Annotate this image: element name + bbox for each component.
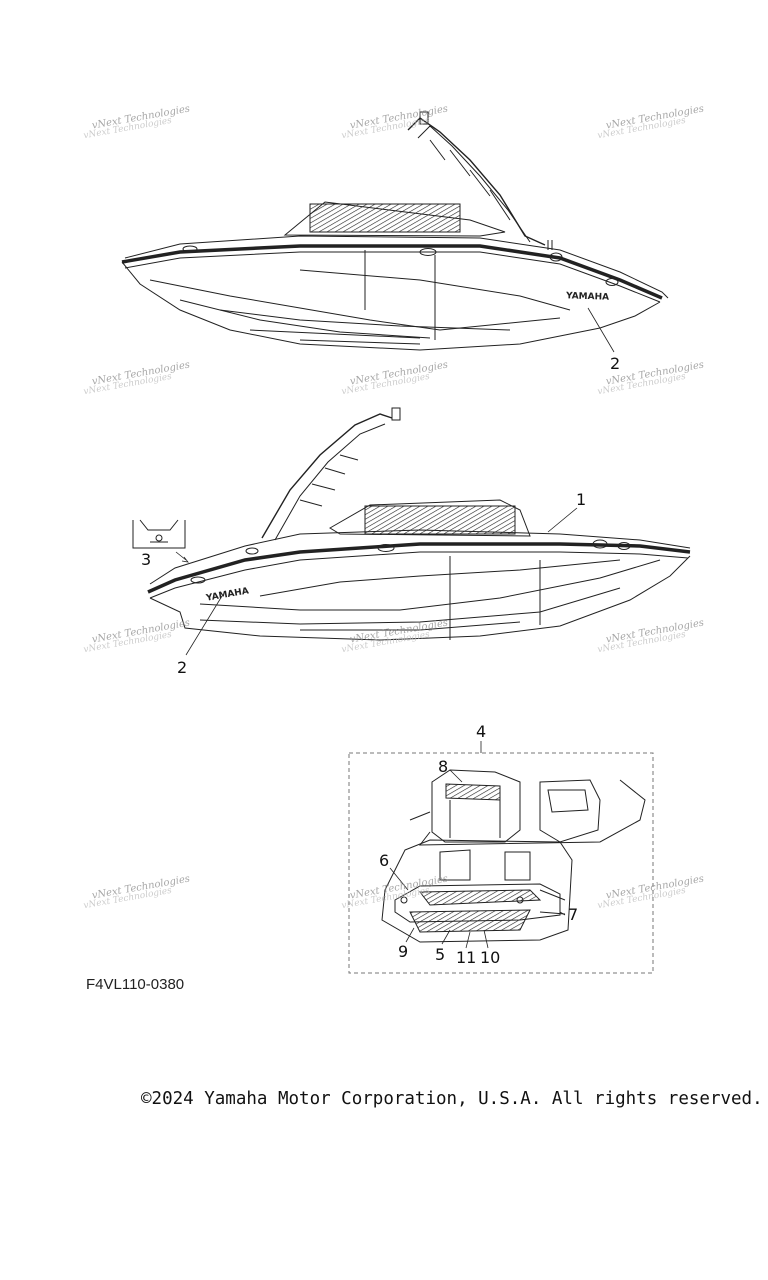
- boat-middle-illustration: [147, 407, 691, 656]
- callout-10: 10: [480, 948, 501, 967]
- cockpit-detail-frame: [348, 752, 654, 974]
- callout-9: 9: [398, 942, 409, 961]
- callout-11: 11: [456, 948, 477, 967]
- callout-4: 4: [476, 722, 487, 741]
- callout-6: 6: [379, 851, 390, 870]
- parts-diagram: [121, 111, 691, 974]
- callout-2-middle: 2: [177, 658, 188, 677]
- callout-8: 8: [438, 757, 449, 776]
- figure-id: F4VL110-0380: [86, 976, 185, 993]
- callout-2-top: 2: [610, 354, 621, 373]
- copyright-notice: ©2024 Yamaha Motor Corporation, U.S.A. A…: [141, 1089, 763, 1109]
- callout-7: 7: [568, 905, 579, 924]
- boat-top-illustration: [121, 111, 669, 353]
- yamaha-logo-decal: YAMAHA: [565, 291, 610, 303]
- inset-detail-3: [132, 519, 189, 563]
- callout-1: 1: [576, 490, 587, 509]
- cockpit-detail-illustration: [381, 741, 646, 949]
- callout-3: 3: [141, 550, 152, 569]
- callout-5: 5: [435, 945, 446, 964]
